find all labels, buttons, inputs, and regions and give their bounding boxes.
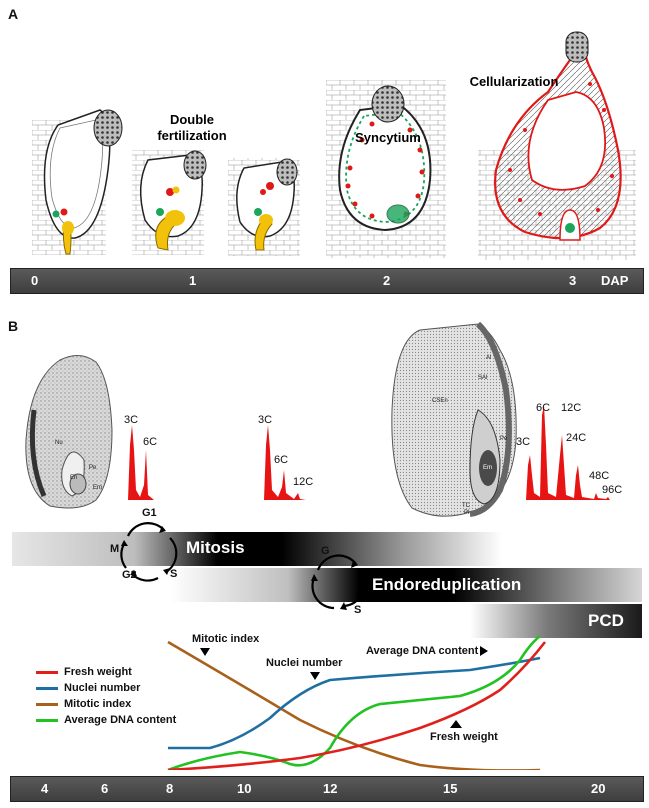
endoreduplication-label: Endoreduplication — [372, 575, 522, 594]
timeline-tick: 3 — [569, 273, 577, 288]
endoreduplication-band: Endoreduplication — [170, 568, 642, 602]
peak-label: 3C — [124, 414, 139, 426]
curve-mitotic-index — [167, 640, 540, 770]
legend-item: Mitotic index — [36, 696, 176, 712]
peak-label: 3C — [258, 414, 273, 426]
endocycle-diagram — [311, 554, 366, 610]
label-embryo-left: Em — [93, 485, 102, 491]
legend-item: Average DNA content — [36, 712, 176, 728]
annotation-fresh-weight: Fresh weight — [430, 731, 498, 743]
ploidy-histograms — [124, 405, 620, 500]
ovule-stage-3 — [478, 31, 636, 260]
curve-nuclei-number — [168, 656, 541, 750]
timeline-tick: 15 — [443, 781, 458, 796]
label-pericarp-right: Pe — [500, 436, 508, 442]
timeline-tick: 8 — [166, 781, 174, 796]
ovule-stage-0 — [32, 109, 123, 255]
timeline-tick: 0 — [31, 273, 39, 288]
micrograph-late-seed — [391, 321, 517, 517]
peak-label: 96C — [602, 484, 623, 496]
label-transfer-cells: TC — [462, 503, 470, 509]
mitosis-band: Mitosis — [12, 532, 502, 566]
panel-a-illustrations: Double fertilization Syncytium — [32, 31, 636, 260]
label-nucellus: Nu — [55, 440, 63, 446]
legend-swatch-fresh-weight — [36, 670, 58, 674]
peak-label: 24C — [566, 432, 587, 444]
histogram-mid — [260, 425, 306, 500]
phase-m: M — [110, 543, 120, 555]
label-pericarp-left: Pe — [89, 465, 97, 471]
timeline-unit: DAP — [601, 273, 629, 288]
panel-a-timeline: 0 1 2 3 DAP — [10, 268, 644, 294]
legend-label: Nuclei number — [64, 682, 141, 694]
label-embryo-right: Em — [483, 465, 492, 471]
histogram-late — [522, 405, 620, 500]
peak-label: 6C — [274, 454, 289, 466]
legend-swatch-nuclei-number — [36, 686, 58, 690]
micrograph-early-seed — [25, 355, 113, 509]
mitosis-label: Mitosis — [186, 538, 245, 557]
peak-label: 6C — [143, 436, 158, 448]
label-aleurone: Al — [486, 355, 492, 361]
legend-label: Mitotic index — [64, 698, 132, 710]
timeline-tick: 1 — [189, 273, 197, 288]
panel-a-letter: A — [8, 6, 19, 22]
curve-fresh-weight — [167, 641, 547, 770]
stage-label-cellularization: Cellularization — [470, 74, 559, 89]
timeline-tick: 2 — [383, 273, 391, 288]
phase-g1: G1 — [142, 507, 157, 519]
timeline-tick: 10 — [237, 781, 252, 796]
timeline-tick: 20 — [591, 781, 606, 796]
stage-label-syncytium: Syncytium — [355, 130, 421, 145]
pcd-band: PCD — [470, 604, 642, 638]
ovule-stage-1b — [228, 158, 300, 256]
phase-g-endo: G — [321, 545, 330, 557]
annotation-average-dna: Average DNA content — [366, 645, 479, 657]
legend: Fresh weight Nuclei number Mitotic index… — [36, 664, 176, 728]
legend-item: Nuclei number — [36, 680, 176, 696]
label-subaleurone: SAl — [478, 375, 488, 381]
label-endosperm: En — [70, 475, 78, 481]
label-central-starchy-endosperm: CSEn — [432, 398, 448, 404]
timeline-tick: 4 — [41, 781, 49, 796]
curve-average-dna — [167, 634, 541, 770]
panel-b-letter: B — [8, 318, 19, 334]
phase-s-endo: S — [354, 604, 362, 616]
pcd-label: PCD — [588, 611, 624, 630]
timeline-tick: 6 — [101, 781, 109, 796]
peak-label: 12C — [561, 402, 582, 414]
panel-b-timeline: 4 6 8 10 12 15 20 — [10, 776, 644, 802]
timeline-tick: 12 — [323, 781, 338, 796]
peak-label: 3C — [516, 436, 531, 448]
stage-label-double-fertilization-2: fertilization — [157, 128, 226, 143]
legend-label: Average DNA content — [64, 714, 177, 726]
annotation-mitotic-index: Mitotic index — [192, 633, 260, 645]
peak-label: 12C — [293, 476, 314, 488]
legend-item: Fresh weight — [36, 664, 176, 680]
phase-s-mitosis: S — [170, 568, 178, 580]
ovule-stage-2 — [326, 80, 446, 258]
stage-label-double-fertilization-1: Double — [170, 112, 214, 127]
legend-swatch-average-dna — [36, 718, 58, 722]
legend-swatch-mitotic-index — [36, 702, 58, 706]
trend-curves — [167, 634, 547, 770]
histogram-early — [124, 425, 154, 500]
peak-label: 6C — [536, 402, 551, 414]
annotation-nuclei-number: Nuclei number — [266, 657, 343, 669]
panel-b-micrographs — [25, 321, 517, 517]
legend-label: Fresh weight — [64, 666, 132, 678]
phase-g2: G2 — [122, 569, 137, 581]
label-placenta: Pl — [464, 510, 470, 516]
mitotic-cell-cycle-diagram — [120, 522, 178, 582]
peak-label: 48C — [589, 470, 610, 482]
ovule-stage-1a — [132, 150, 207, 255]
